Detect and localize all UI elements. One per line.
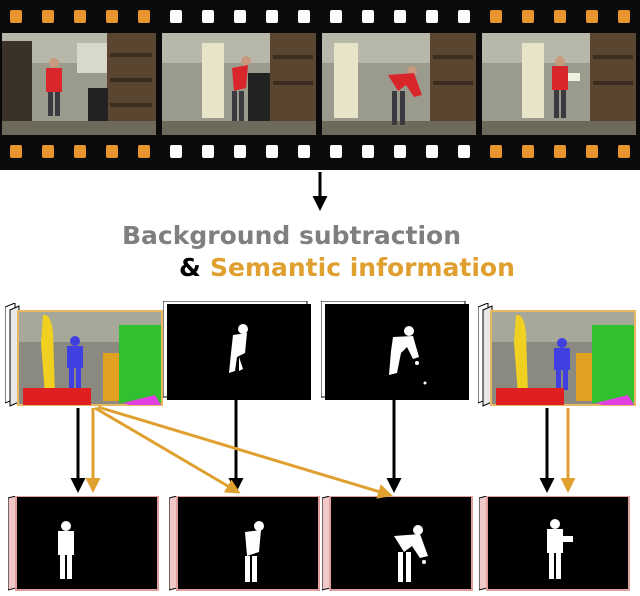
film-sprocket-hole: [586, 10, 598, 23]
refined-mask-output-2: [168, 495, 321, 596]
video-filmstrip: [0, 0, 640, 170]
film-sprocket-hole: [42, 145, 54, 158]
film-sprocket-hole: [42, 10, 54, 23]
film-sprocket-hole: [490, 145, 502, 158]
film-sprocket-hole: [458, 10, 470, 23]
film-sprocket-hole: [490, 10, 502, 23]
film-sprocket-hole: [362, 10, 374, 23]
background-subtraction-label: Background subtraction: [122, 221, 462, 250]
film-sprocket-hole: [618, 145, 630, 158]
video-frame-4: [482, 33, 636, 135]
film-sprocket-hole: [106, 145, 118, 158]
film-sprocket-hole: [10, 145, 22, 158]
film-sprocket-hole: [362, 145, 374, 158]
film-sprocket-hole: [554, 10, 566, 23]
refined-mask-output-1: [7, 495, 160, 596]
office-scene-person-reading: [482, 33, 636, 135]
film-sprocket-hole: [394, 145, 406, 158]
video-frame-1: [2, 33, 156, 135]
film-sprocket-hole: [106, 10, 118, 23]
film-sprocket-hole: [202, 145, 214, 158]
semantic1-output3-orange-arrow: [97, 405, 393, 499]
semantic1-output2-orange-arrow: [94, 406, 241, 494]
video-frame-2: [162, 33, 316, 135]
semantic-input-1: [4, 302, 165, 415]
film-sprocket-hole: [170, 145, 182, 158]
video-frame-3: [322, 33, 476, 135]
foreground-mask-input-3: [320, 300, 471, 405]
semantic-information-label: Semantic information: [210, 253, 515, 282]
film-sprocket-hole: [202, 10, 214, 23]
film-sprocket-hole: [522, 145, 534, 158]
film-sprocket-hole: [234, 145, 246, 158]
refined-mask-output-3: [321, 495, 474, 596]
film-sprocket-hole: [138, 10, 150, 23]
film-sprocket-hole: [554, 145, 566, 158]
film-sprocket-hole: [330, 145, 342, 158]
film-sprocket-hole: [426, 145, 438, 158]
film-sprocket-hole: [10, 10, 22, 23]
film-sprocket-hole: [330, 10, 342, 23]
film-sprocket-hole: [426, 10, 438, 23]
film-sprocket-hole: [394, 10, 406, 23]
office-scene-person-bending: [162, 33, 316, 135]
office-scene-person-standing: [2, 33, 156, 135]
film-sprocket-hole: [586, 145, 598, 158]
film-sprocket-hole: [522, 10, 534, 23]
film-sprocket-hole: [74, 10, 86, 23]
film-sprocket-hole: [618, 10, 630, 23]
office-scene-person-reaching: [322, 33, 476, 135]
refined-mask-output-4: [478, 495, 631, 596]
semantic-input-4: [477, 302, 638, 415]
ampersand-label: &: [179, 253, 201, 282]
film-sprocket-hole: [266, 10, 278, 23]
film-sprocket-hole: [74, 145, 86, 158]
film-sprocket-hole: [234, 10, 246, 23]
film-sprocket-hole: [298, 145, 310, 158]
film-sprocket-hole: [298, 10, 310, 23]
film-sprocket-hole: [266, 145, 278, 158]
film-sprocket-hole: [170, 10, 182, 23]
film-sprocket-hole: [458, 145, 470, 158]
film-sprocket-hole: [138, 145, 150, 158]
foreground-mask-input-2: [162, 300, 313, 405]
